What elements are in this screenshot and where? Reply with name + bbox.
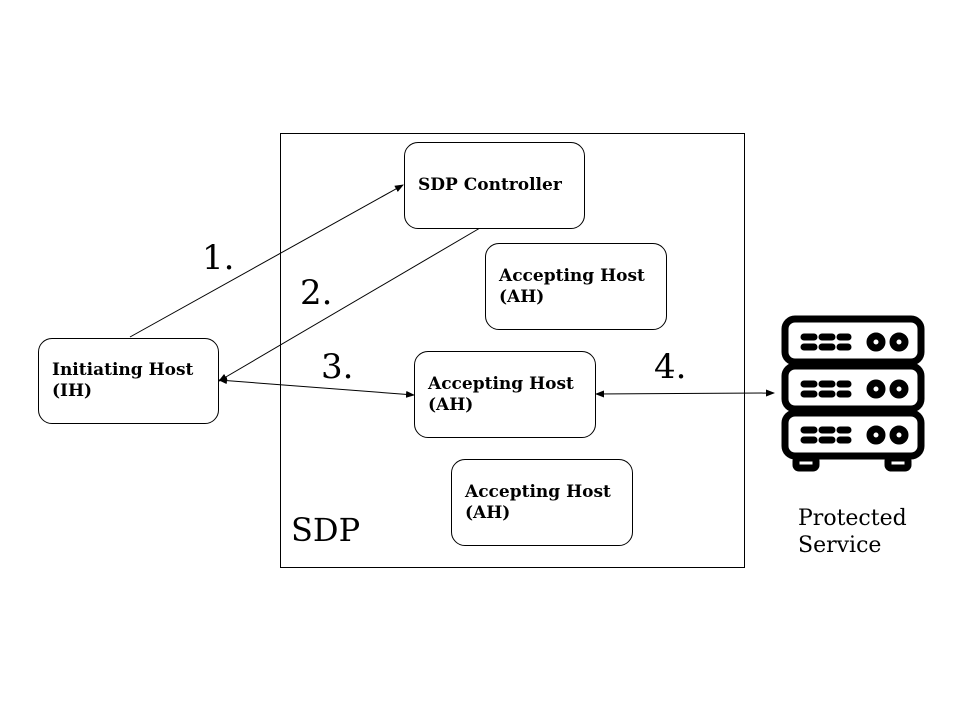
arrow-step-3 (218, 377, 415, 398)
accepting-host-box-bottom: Accepting Host (AH) (451, 459, 633, 546)
sdp-controller-label: SDP Controller (418, 175, 562, 195)
accepting-host-box-top: Accepting Host (AH) (485, 243, 667, 330)
initiating-host-label: Initiating Host (IH) (52, 360, 194, 401)
accepting-host-label-top: Accepting Host (AH) (499, 265, 645, 307)
protected-service-label: Protected Service (798, 506, 907, 558)
arrow-step-1 (129, 184, 404, 338)
step-label-3: 3. (321, 347, 354, 387)
arrow-step-2 (218, 227, 481, 382)
server-rack-icon (781, 315, 925, 472)
initiating-host-box: Initiating Host (IH) (38, 338, 219, 424)
sdp-controller-box: SDP Controller (404, 142, 585, 229)
sdp-boundary (280, 133, 745, 568)
accepting-host-box-middle: Accepting Host (AH) (414, 351, 596, 438)
arrow-step-4 (595, 389, 775, 398)
accepting-host-label-bottom: Accepting Host (AH) (465, 481, 611, 523)
sdp-boundary-label: SDP (291, 511, 361, 549)
step-label-4: 4. (654, 347, 687, 387)
step-label-1: 1. (202, 238, 235, 278)
accepting-host-label-middle: Accepting Host (AH) (428, 373, 574, 415)
step-label-2: 2. (300, 273, 333, 313)
